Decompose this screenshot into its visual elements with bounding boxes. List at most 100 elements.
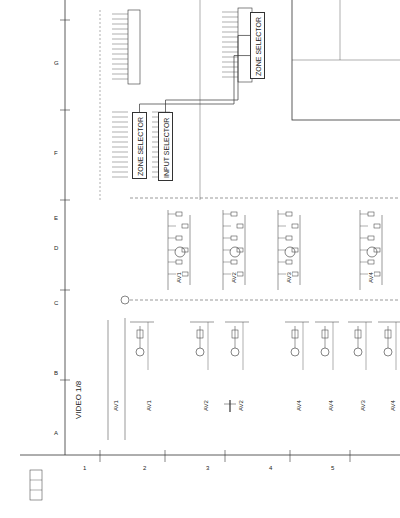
wire bbox=[112, 117, 128, 118]
jack-symbol bbox=[354, 348, 362, 356]
component-outline bbox=[231, 260, 237, 264]
component-outline bbox=[231, 236, 237, 240]
wire bbox=[222, 77, 238, 78]
component-outline bbox=[355, 330, 361, 338]
signal-label: AV2 bbox=[231, 271, 237, 284]
wire bbox=[112, 34, 128, 35]
component-outline bbox=[292, 224, 298, 228]
wire bbox=[222, 22, 238, 23]
wire bbox=[360, 262, 368, 263]
signal-label: AV1 bbox=[146, 399, 152, 412]
wire bbox=[348, 322, 372, 323]
wire bbox=[222, 27, 238, 28]
component-outline bbox=[286, 212, 292, 216]
grid-reference: A bbox=[53, 430, 59, 436]
wire bbox=[300, 215, 301, 285]
wire bbox=[222, 17, 238, 18]
signal-label: AV1 bbox=[113, 399, 119, 412]
signal-label: AV1 bbox=[176, 271, 182, 284]
wire bbox=[278, 262, 286, 263]
wire bbox=[340, 0, 341, 60]
grid-reference: B bbox=[53, 370, 59, 376]
wire bbox=[112, 172, 128, 173]
wire bbox=[112, 49, 128, 50]
component-outline bbox=[182, 248, 188, 252]
component-outline bbox=[231, 212, 237, 216]
wire bbox=[112, 157, 128, 158]
wire bbox=[112, 132, 128, 133]
component-outline bbox=[322, 330, 328, 338]
wire bbox=[382, 215, 383, 285]
component-outline bbox=[292, 330, 298, 338]
wire bbox=[290, 450, 291, 462]
wire bbox=[378, 322, 400, 323]
ic-name: ZONE SELECTOR bbox=[137, 117, 144, 176]
wire bbox=[190, 215, 191, 285]
wire bbox=[315, 322, 339, 323]
signal-label: VIDEO 1/8 bbox=[75, 380, 83, 420]
grid-reference: E bbox=[53, 215, 59, 221]
wire bbox=[60, 290, 70, 291]
wire bbox=[222, 57, 238, 58]
ic-name: INPUT SELECTOR bbox=[163, 118, 170, 178]
component-outline bbox=[374, 224, 380, 228]
grid-reference: 5 bbox=[330, 465, 335, 471]
wire bbox=[100, 10, 101, 200]
wire bbox=[65, 0, 66, 455]
component-outline bbox=[137, 330, 143, 338]
wire bbox=[112, 74, 128, 75]
wire bbox=[60, 110, 70, 111]
wire bbox=[222, 12, 238, 13]
component-outline bbox=[292, 272, 298, 276]
component-outline bbox=[385, 330, 391, 338]
jack-symbol bbox=[136, 348, 144, 356]
grid-reference: 3 bbox=[205, 465, 210, 471]
grid-reference: F bbox=[53, 150, 59, 156]
wire bbox=[278, 226, 286, 227]
bus-wire bbox=[140, 56, 251, 112]
component-outline bbox=[182, 224, 188, 228]
wire bbox=[112, 59, 128, 60]
wire bbox=[360, 250, 368, 251]
wire bbox=[168, 274, 176, 275]
wire bbox=[112, 39, 128, 40]
wire bbox=[292, 60, 400, 61]
signal-label: AV4 bbox=[296, 399, 302, 412]
wire bbox=[222, 67, 238, 68]
signal-label: AV3 bbox=[286, 271, 292, 284]
wire bbox=[245, 215, 246, 285]
wire bbox=[223, 274, 231, 275]
wire bbox=[112, 14, 128, 15]
ic-block: ZONE SELECTOR bbox=[250, 12, 265, 79]
signal-label: AV4 bbox=[390, 399, 396, 412]
wire bbox=[366, 322, 367, 370]
jack-symbol bbox=[196, 348, 204, 356]
wire bbox=[112, 177, 128, 178]
wire bbox=[60, 20, 70, 21]
wire bbox=[30, 480, 42, 481]
ic-block: ZONE SELECTOR bbox=[132, 112, 147, 179]
wire bbox=[278, 238, 286, 239]
component-outline bbox=[128, 10, 140, 84]
component-outline bbox=[176, 260, 182, 264]
wire bbox=[223, 238, 231, 239]
wire bbox=[112, 69, 128, 70]
component-outline bbox=[374, 248, 380, 252]
wire bbox=[360, 274, 368, 275]
wire bbox=[360, 214, 368, 215]
wire bbox=[130, 322, 154, 323]
component-outline bbox=[237, 224, 243, 228]
wire bbox=[168, 238, 176, 239]
wire bbox=[243, 322, 244, 370]
wire bbox=[396, 322, 397, 370]
component-outline bbox=[237, 248, 243, 252]
wire bbox=[168, 250, 176, 251]
wire bbox=[140, 326, 141, 348]
wire bbox=[358, 326, 359, 348]
component-outline bbox=[286, 236, 292, 240]
wire bbox=[20, 455, 65, 456]
component-outline bbox=[368, 260, 374, 264]
wire bbox=[112, 19, 128, 20]
